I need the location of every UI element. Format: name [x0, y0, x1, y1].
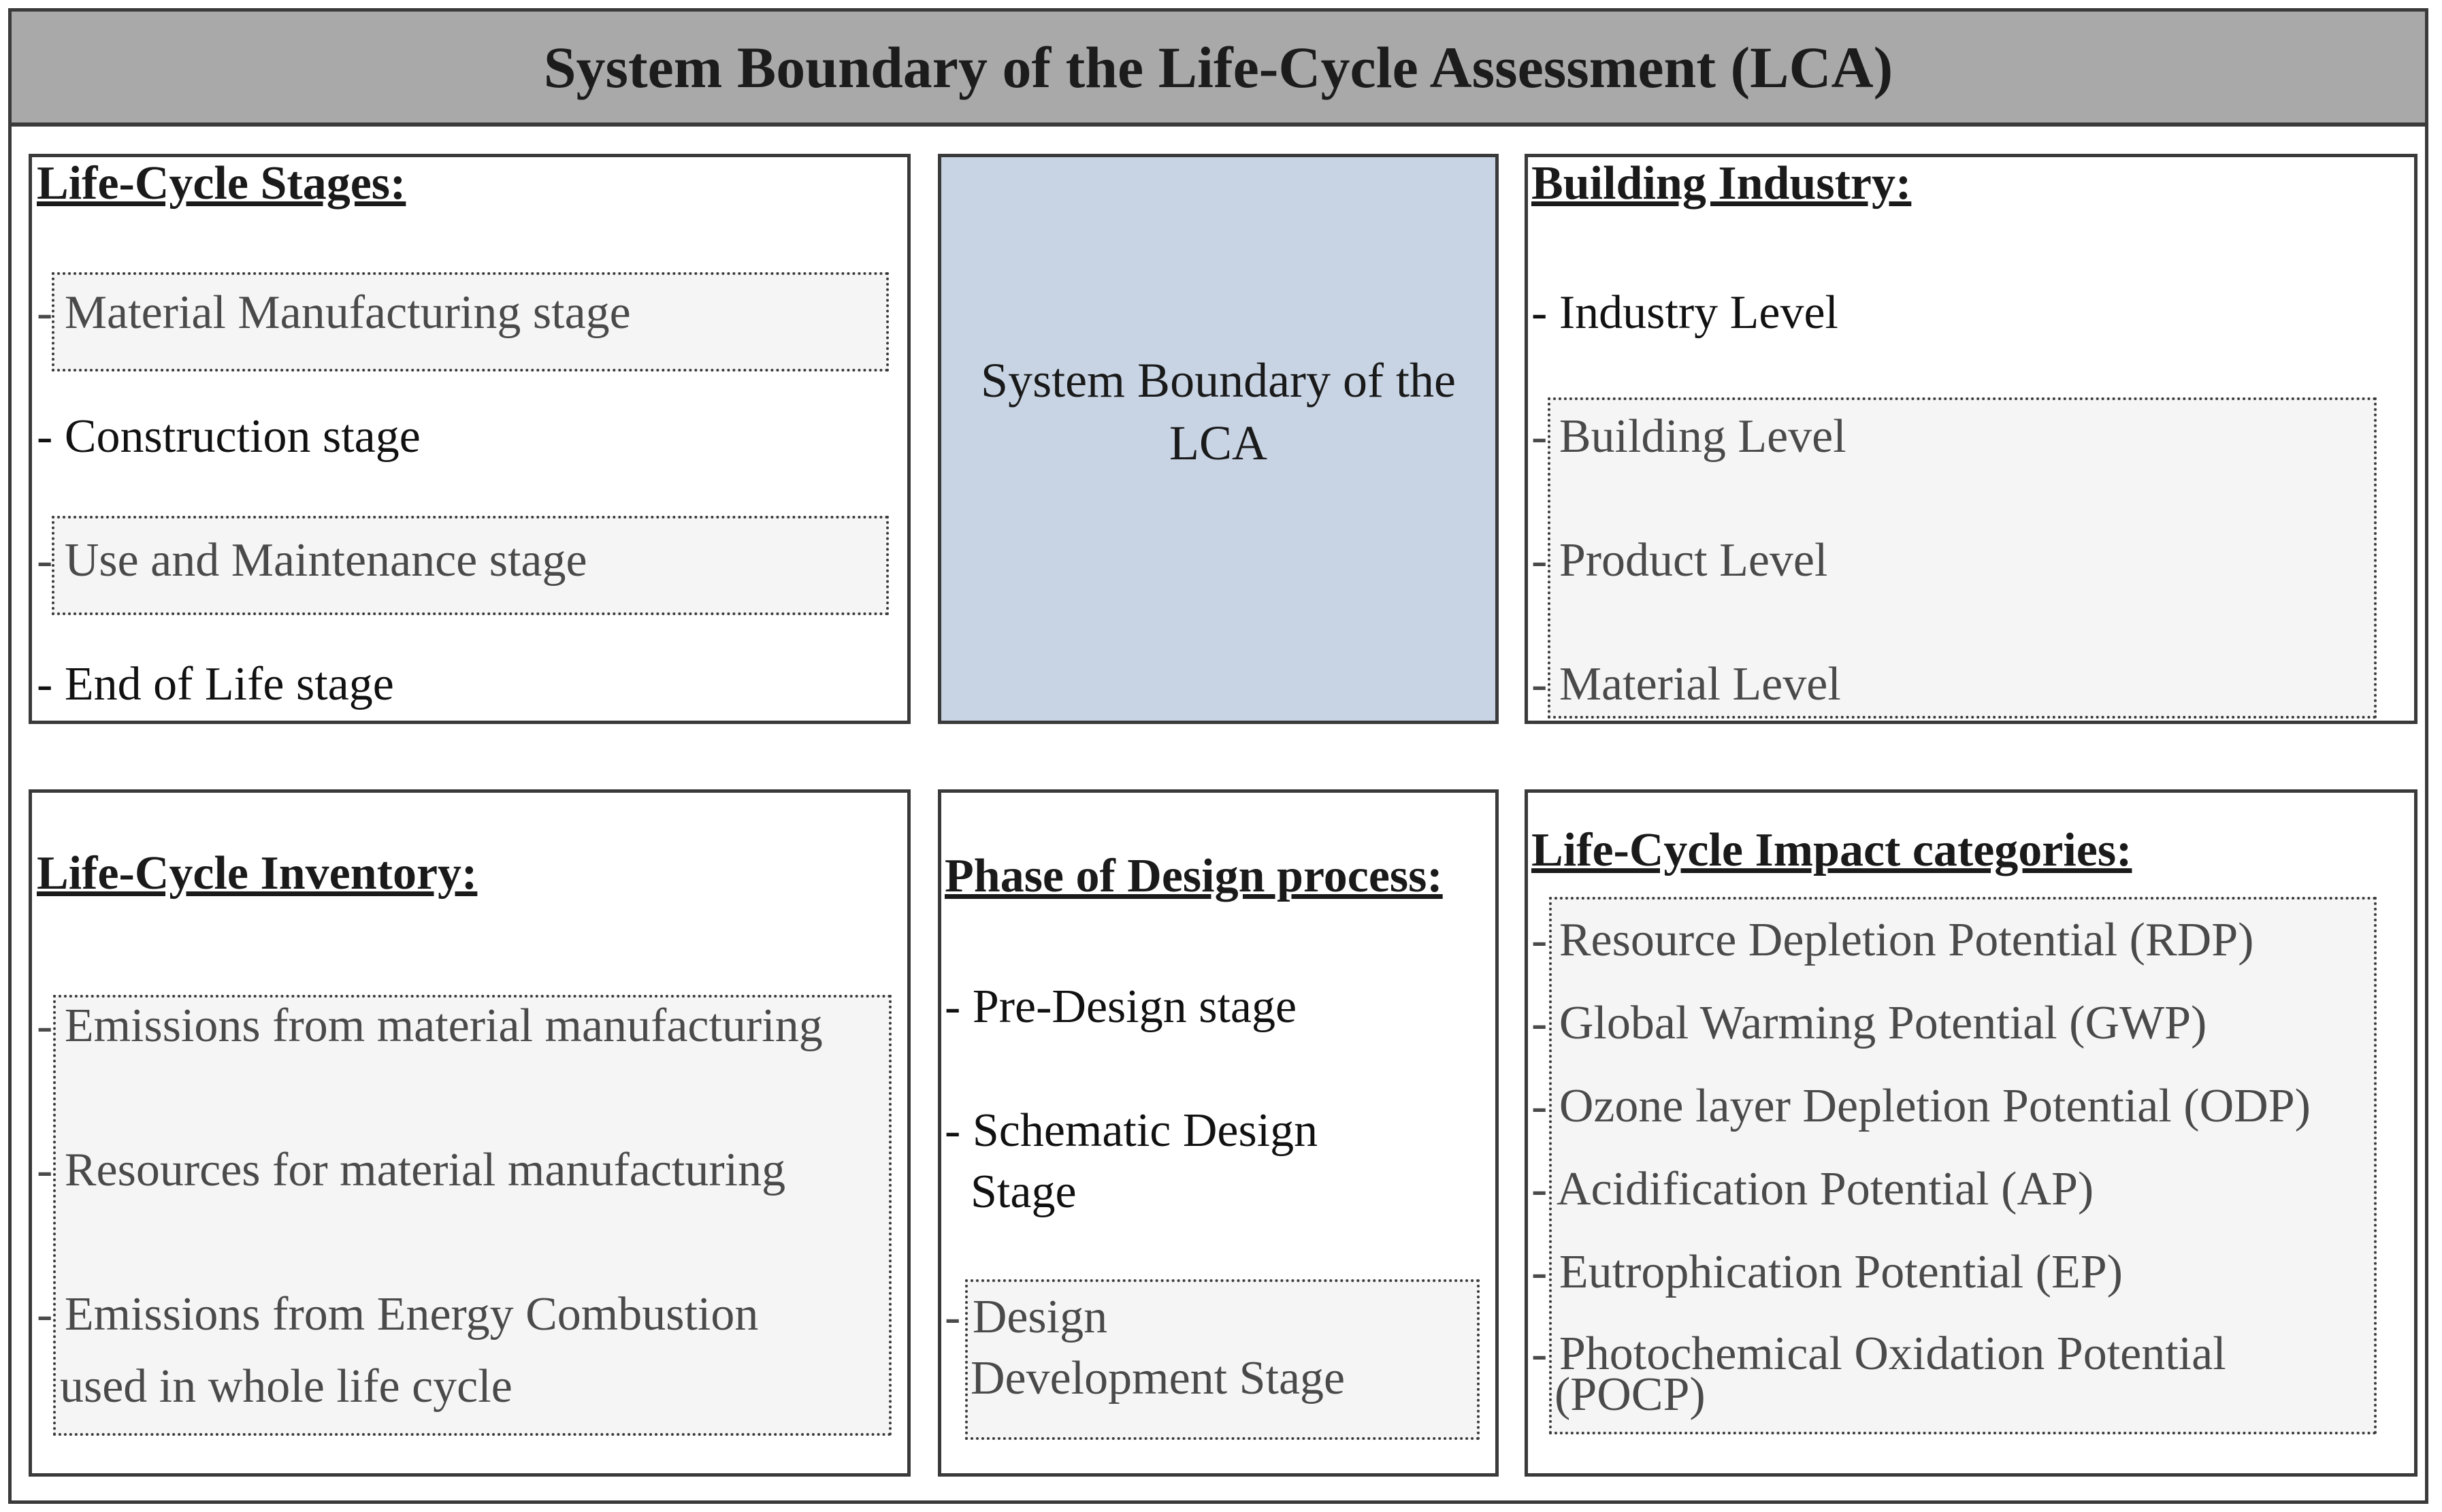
stage-item-material-manufacturing: - Material Manufacturing stage — [37, 286, 631, 339]
design-item-schematic-cont: Stage — [971, 1166, 1077, 1218]
system-boundary-center-box: System Boundary of the LCA — [938, 154, 1499, 724]
impact-item-pocp-cont: (POCP) — [1554, 1368, 1706, 1421]
building-levels-highlight-box — [1548, 397, 2377, 719]
industry-item-building-level: - Building Level — [1531, 410, 1846, 463]
stage-highlight-box-1 — [52, 272, 889, 372]
impact-item-ap: - Acidification Potential (AP) — [1531, 1163, 2094, 1215]
inventory-item-emissions-combustion-cont: used in whole life cycle — [60, 1360, 512, 1413]
design-item-pre-design: - Pre-Design stage — [945, 981, 1297, 1033]
impact-item-rdp: - Resource Depletion Potential (RDP) — [1531, 914, 2254, 966]
design-item-design-development: - Design — [945, 1291, 1108, 1343]
impact-item-ep: - Eutrophication Potential (EP) — [1531, 1246, 2123, 1298]
inventory-item-emissions-combustion: - Emissions from Energy Combustion — [37, 1288, 759, 1341]
impact-item-gwp: - Global Warming Potential (GWP) — [1531, 997, 2207, 1049]
stage-item-use-maintenance: - Use and Maintenance stage — [37, 534, 587, 587]
impact-item-odp: - Ozone layer Depletion Potential (ODP) — [1531, 1080, 2311, 1132]
life-cycle-stages-heading: Life-Cycle Stages: — [37, 157, 406, 210]
design-development-highlight-box — [965, 1279, 1480, 1440]
impact-highlight-box — [1549, 897, 2377, 1434]
stage-item-end-of-life: - End of Life stage — [37, 658, 394, 710]
system-boundary-center-label: System Boundary of the LCA — [981, 353, 1456, 470]
inventory-highlight-box — [53, 995, 892, 1436]
impact-categories-heading: Life-Cycle Impact categories: — [1531, 824, 2132, 876]
stage-item-construction: - Construction stage — [37, 410, 421, 463]
industry-item-product-level: - Product Level — [1531, 534, 1828, 587]
impact-item-pocp: - Photochemical Oxidation Potential — [1531, 1328, 2226, 1380]
industry-item-material-level: - Material Level — [1531, 658, 1841, 710]
stage-highlight-box-2 — [52, 516, 889, 615]
diagram-title: System Boundary of the Life-Cycle Assess… — [543, 34, 1893, 100]
industry-item-industry-level: - Industry Level — [1531, 286, 1838, 339]
life-cycle-stages-panel — [29, 154, 911, 724]
life-cycle-inventory-heading: Life-Cycle Inventory: — [37, 847, 478, 900]
inventory-item-emissions-manufacturing: - Emissions from material manufacturing — [37, 1000, 823, 1052]
design-phase-heading: Phase of Design process: — [945, 850, 1443, 902]
design-item-schematic: - Schematic Design — [945, 1104, 1318, 1157]
inventory-item-resources-manufacturing: - Resources for material manufacturing — [37, 1144, 786, 1196]
design-item-design-development-cont: Development Stage — [971, 1352, 1346, 1404]
building-industry-heading: Building Industry: — [1531, 157, 1912, 210]
title-bar: System Boundary of the Life-Cycle Assess… — [8, 8, 2428, 127]
